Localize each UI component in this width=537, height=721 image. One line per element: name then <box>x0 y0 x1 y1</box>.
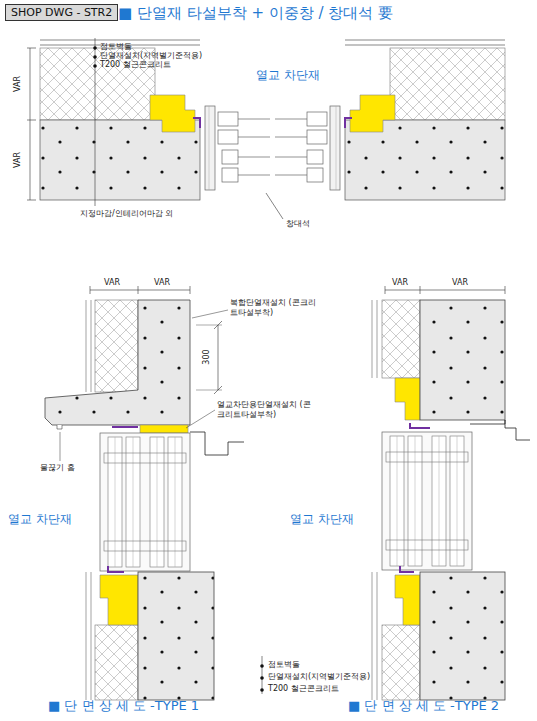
dimension-text: VAR <box>104 278 120 288</box>
dimension-text: VAR <box>154 278 170 288</box>
callout-title: 열교 차단재 <box>256 68 320 83</box>
note-text: 물끊기 홈 <box>40 463 75 473</box>
drawing-id-box: SHOP DWG - STR2 <box>5 4 118 21</box>
note-text: 복합단열재설치 (콘크리트타설부착) <box>230 298 322 318</box>
callout-title: 열교 차단재 <box>290 512 354 527</box>
section-title: ■ 단 면 상 세 도 -TYPE 1 <box>48 698 199 714</box>
note-text: 단열재설치(지역별기준적용) <box>268 672 370 682</box>
dimension-text: VAR <box>13 152 23 168</box>
note-text: 창대석 <box>286 219 310 229</box>
dimension-text: VAR <box>452 278 468 288</box>
callout-title: 열교 차단재 <box>8 512 72 527</box>
dimension-text: 300 <box>202 349 212 364</box>
drawing-id: SHOP DWG - STR2 <box>11 6 112 19</box>
note-text: 지정마감/인테리어마감 외 <box>80 209 173 219</box>
note-text: 열교차단용단열재설치 (콘크리트타설부착) <box>217 400 317 420</box>
note-text: 점토벽돌 <box>268 660 300 670</box>
note-text: T200 철근콘크리트 <box>268 684 339 694</box>
note-text: 점토벽돌 <box>100 42 132 52</box>
note-text: 단열재설치(지역별기준적용) <box>100 51 202 61</box>
note-text: T200 철근콘크리트 <box>100 60 171 70</box>
dimension-text: VAR <box>392 278 408 288</box>
sheet-title: ■ 단열재 타설부착 + 이중창 / 창대석 要 <box>118 4 393 23</box>
dimension-text: VAR <box>13 76 23 92</box>
section-title: ■ 단 면 상 세 도 -TYPE 2 <box>348 698 499 714</box>
